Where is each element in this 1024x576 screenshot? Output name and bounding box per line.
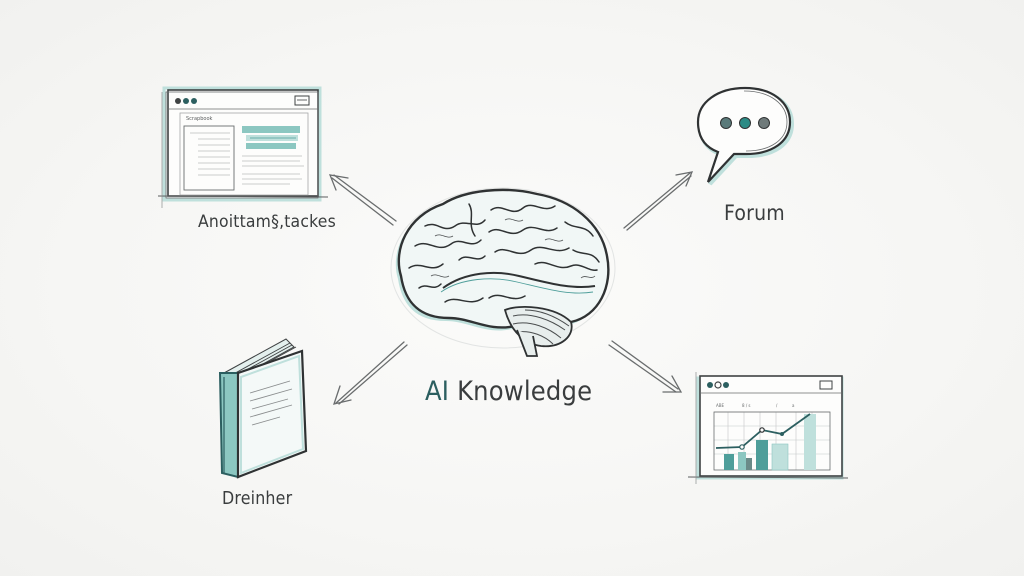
documentation-label: Anoittam§,tackes — [198, 212, 336, 232]
center-label: AI Knowledge — [425, 376, 592, 407]
book-icon — [218, 338, 308, 479]
arrow-to-forum — [623, 171, 694, 231]
dashboard-chart-icon: ABE 8 / s / a — [687, 372, 849, 484]
forum-label: Forum — [724, 201, 785, 225]
browser-window-icon: Scrapbook — [157, 86, 329, 208]
speech-bubble-icon — [696, 86, 795, 186]
svg-text:ABE: ABE — [716, 403, 724, 408]
arrow-to-book — [333, 341, 408, 405]
arrow-to-documentation — [328, 174, 397, 226]
center-label-knowledge: Knowledge — [449, 376, 593, 407]
svg-text:/: / — [776, 403, 778, 408]
center-label-ai: AI — [425, 376, 450, 407]
book-label: Dreinher — [222, 488, 293, 509]
brain-icon — [390, 187, 616, 357]
svg-text:a: a — [792, 403, 795, 408]
arrow-to-analytics — [608, 340, 683, 393]
svg-text:8 / s: 8 / s — [742, 403, 751, 408]
svg-text:Scrapbook: Scrapbook — [186, 116, 213, 122]
